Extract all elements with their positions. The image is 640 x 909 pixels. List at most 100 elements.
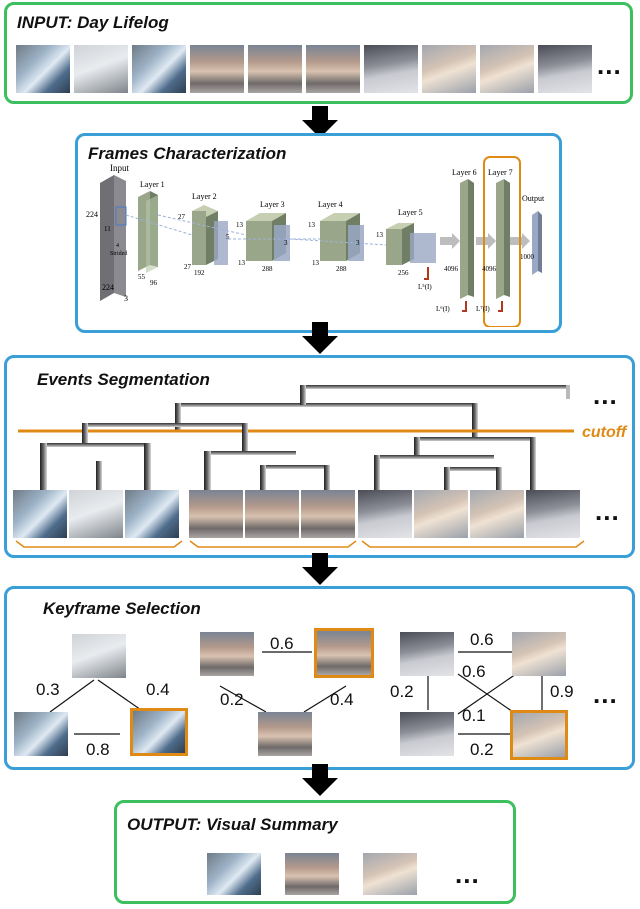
event-frame: [470, 490, 524, 538]
dendro-branch: [82, 423, 248, 427]
down-arrow-icon: [302, 764, 338, 796]
layer7-side: [504, 179, 510, 297]
dendro-branch: [300, 385, 570, 389]
stride-label: 4: [116, 243, 119, 249]
dendro-stem: [566, 385, 570, 399]
event-frame: [69, 490, 123, 538]
dendro-branch: [175, 403, 475, 407]
dendro-branch: [444, 467, 500, 471]
input-label: Input: [110, 163, 129, 173]
input-kernel: [115, 206, 127, 226]
output-label: Output: [522, 194, 545, 203]
dendro-stem: [300, 385, 306, 405]
layer2-label: Layer 2: [192, 192, 217, 201]
keyframe-panel-title: Keyframe Selection: [43, 599, 201, 618]
layer4-top: [320, 213, 360, 221]
event-frame: [358, 490, 412, 538]
segment-bracket: [189, 540, 357, 548]
link-line: [157, 214, 247, 236]
layer4-label: Layer 4: [318, 200, 343, 209]
down-arrow-icon: [302, 553, 338, 585]
dendro-stem: [175, 403, 181, 431]
edge-weight: 0.4: [146, 680, 170, 699]
layer3-label: Layer 3: [260, 200, 285, 209]
lifelog-frame: [538, 45, 592, 93]
dendro-branch: [40, 443, 150, 447]
lifelog-frame: [74, 45, 128, 93]
layer5-label: Layer 5: [398, 208, 423, 217]
edge-weight: 0.3: [36, 680, 60, 699]
graph-edge: [97, 679, 145, 713]
layer5-feature-arrow: [424, 267, 429, 280]
layer2-dim: 5: [226, 233, 230, 241]
layer6-feature-label: L⁶(I): [436, 305, 450, 313]
edge-weight: 0.8: [86, 740, 110, 759]
input-dim-224: 224: [102, 283, 114, 292]
dendro-stem: [96, 461, 102, 501]
dendro-stem: [496, 467, 502, 501]
layer4-dim: 13: [308, 221, 316, 229]
events-ellipsis-bottom: ...: [595, 496, 620, 526]
output-ellipsis: ...: [455, 859, 480, 889]
input-panel: INPUT: Day Lifelog ...: [4, 2, 633, 104]
event-frame: [526, 490, 580, 538]
graph-node: [400, 712, 454, 756]
layer7-highlight: [483, 156, 521, 327]
event-frame: [125, 490, 179, 538]
edge-weight: 0.4: [330, 690, 354, 709]
lifelog-frame: [422, 45, 476, 93]
event-frame: [245, 490, 299, 538]
dendro-stem: [144, 443, 151, 501]
segment-bracket: [15, 540, 183, 548]
dendro-stem: [204, 451, 211, 501]
dendro-stem: [242, 423, 248, 453]
layer4-dim: 288: [336, 265, 347, 273]
layer3-dim: 13: [236, 221, 244, 229]
down-arrow-icon: [302, 322, 338, 354]
layer5-top: [386, 223, 414, 229]
layer7-block: [496, 179, 504, 299]
layer4-dim: 3: [356, 239, 360, 247]
frames-panel-title: Frames Characterization: [88, 144, 287, 163]
graph-node: [512, 632, 566, 676]
keyframe-ellipsis: ...: [593, 679, 618, 709]
graph-node: [258, 712, 312, 756]
graph-node: [14, 712, 68, 756]
layer3-top: [246, 213, 286, 221]
keyframe-node: [314, 628, 374, 678]
output-block: [532, 211, 538, 275]
summary-frame: [207, 853, 261, 895]
keyframe-node: [510, 710, 568, 760]
lifelog-frame: [248, 45, 302, 93]
event-frame: [13, 490, 67, 538]
dendrogram: [15, 385, 585, 548]
events-panel-title: Events Segmentation: [37, 370, 210, 389]
dendro-stem: [260, 465, 266, 501]
layer6-dim: 4096: [444, 265, 459, 273]
summary-frame: [363, 853, 417, 895]
layer3-dim: 3: [284, 239, 288, 247]
dendro-stem: [530, 437, 536, 493]
stride-label: Strided: [110, 251, 127, 257]
input-ellipsis: ...: [597, 50, 622, 80]
layer3-block-b: [274, 225, 290, 261]
layer5-dim: 256: [398, 269, 409, 277]
summary-frame: [285, 853, 339, 895]
link-line: [125, 214, 193, 236]
event-frame: [414, 490, 468, 538]
input-dim-224: 224: [86, 210, 98, 219]
layer1-dim: 55: [138, 273, 146, 281]
events-ellipsis-top: ...: [593, 380, 618, 410]
edge-weight: 0.2: [390, 682, 414, 701]
layer2-block: [192, 211, 206, 265]
keyframe-graphs: [49, 651, 543, 735]
graph-edge: [219, 685, 267, 713]
lifelog-frame: [480, 45, 534, 93]
down-arrow-icon: [302, 106, 338, 138]
dendro-branch: [414, 437, 534, 441]
layer2-dim: 27: [184, 263, 192, 271]
lifelog-frame: [364, 45, 418, 93]
layer6-feature-arrow: [462, 301, 467, 312]
dendro-stem: [40, 443, 47, 501]
output-side: [538, 211, 542, 273]
